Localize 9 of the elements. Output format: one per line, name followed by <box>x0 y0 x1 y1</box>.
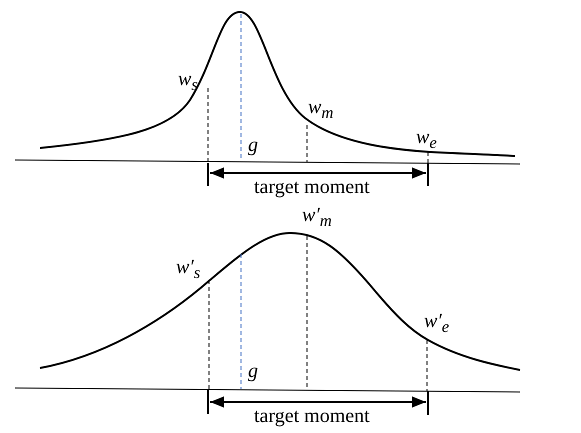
variable-label: w′$_{e}$ <box>424 310 450 338</box>
variable-label: g <box>248 134 258 156</box>
variable-label: g <box>248 360 258 382</box>
axis-caption: target moment <box>254 405 370 427</box>
variable-label: w$_{m}$ <box>308 96 334 124</box>
variable-label: w$_{e}$ <box>416 126 437 154</box>
axis-caption: target moment <box>254 176 370 198</box>
variable-label: w′$_{m}$ <box>302 204 332 232</box>
variable-label: w′$_{s}$ <box>176 256 200 284</box>
